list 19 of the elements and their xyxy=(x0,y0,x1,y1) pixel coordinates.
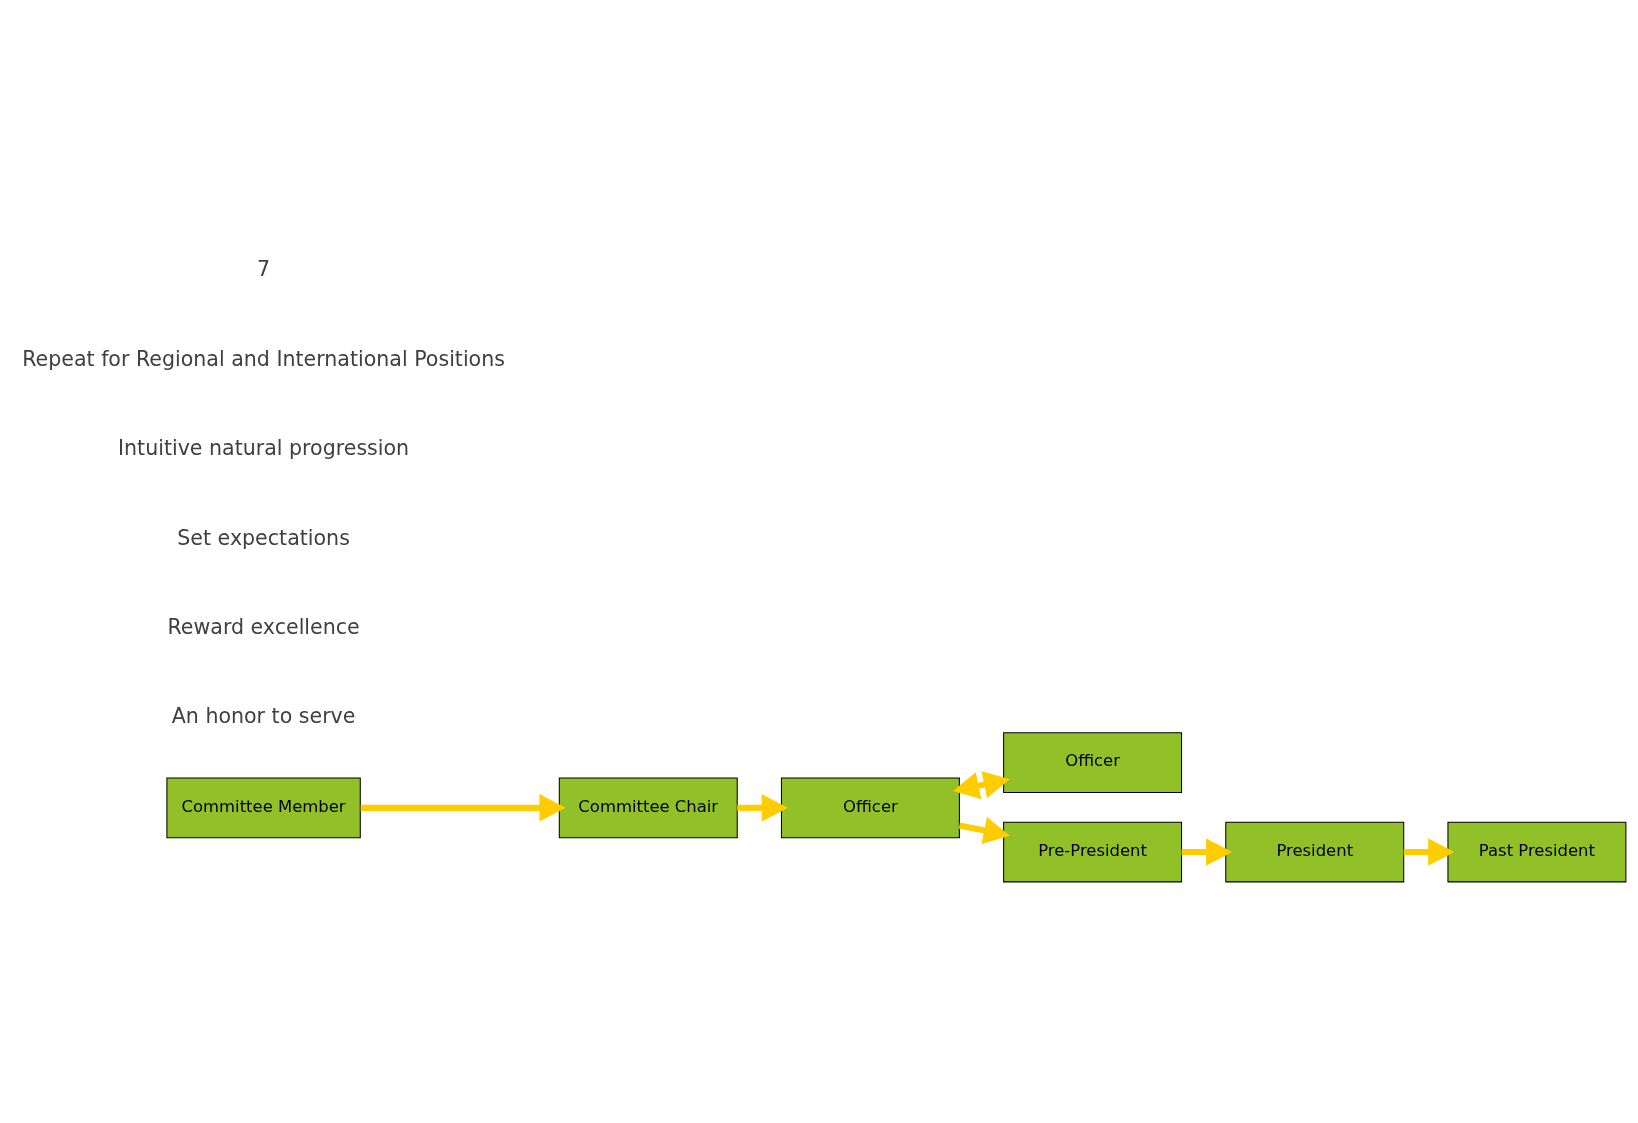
label: Intuitive natural progression xyxy=(118,436,410,461)
label: Repeat for Regional and International Positions xyxy=(22,346,505,371)
node-box: President xyxy=(1225,821,1405,883)
node-box: Committee Member xyxy=(166,777,361,839)
arrow xyxy=(737,794,788,822)
label: An honor to serve xyxy=(171,704,356,729)
label: Reward excellence xyxy=(167,615,360,640)
node-box: Pre-President xyxy=(1003,821,1183,883)
node-box: Officer xyxy=(780,777,960,839)
arrow xyxy=(1403,838,1455,866)
node-box: Committee Chair xyxy=(558,777,738,839)
arrow xyxy=(958,817,1010,844)
label: Set expectations xyxy=(177,525,350,550)
arrow xyxy=(952,771,1010,800)
label: 7 xyxy=(257,257,271,282)
arrow xyxy=(1181,838,1233,866)
node-box: Officer xyxy=(1003,732,1183,793)
node-box: Past President xyxy=(1447,821,1627,883)
arrow xyxy=(360,794,566,822)
